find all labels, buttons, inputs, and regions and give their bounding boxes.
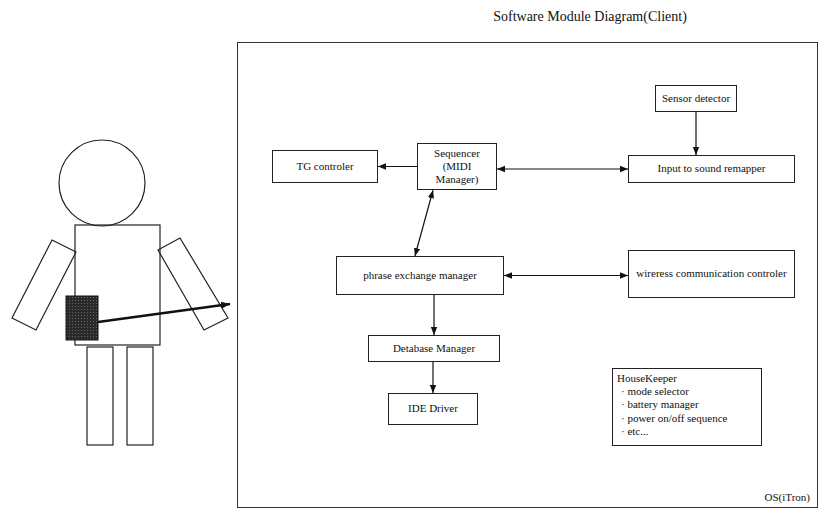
arrow <box>695 112 696 155</box>
pointer-arrow <box>98 304 230 322</box>
arrow <box>378 166 417 167</box>
arrow <box>433 295 434 335</box>
double-arrow <box>415 190 433 256</box>
worn-device <box>66 296 98 340</box>
right-leg <box>127 347 153 445</box>
list-item: · battery manager <box>613 398 702 411</box>
module-box: Detabase Manager <box>368 335 500 362</box>
module-box: TG controler <box>272 150 378 183</box>
module-box: wireress communication controler <box>628 250 795 298</box>
module-name: wireress communication controler <box>633 267 789 280</box>
module-name: Detabase Manager <box>390 342 478 355</box>
module-name: HouseKeeper <box>613 372 680 385</box>
diagram-title: Software Module Diagram(Client) <box>380 9 800 25</box>
module-name: IDE Driver <box>405 402 461 415</box>
os-boundary: OS(iTron) Sensor detector TG controler Sequ… <box>237 42 818 508</box>
module-name: phrase exchange manager <box>360 269 480 282</box>
module-box: Input to sound remapper <box>628 155 795 183</box>
head <box>59 140 145 226</box>
module-box: Sensor detector <box>655 85 737 112</box>
housekeeper-box: HouseKeeper· mode selector· battery mana… <box>612 368 762 446</box>
module-name: TG controler <box>293 160 356 173</box>
module-box: Sequencer (MIDI Manager) <box>417 143 497 191</box>
double-arrow <box>497 168 628 169</box>
module-name: Sequencer (MIDI Manager) <box>418 147 496 187</box>
module-box: phrase exchange manager <box>336 256 504 295</box>
os-label: OS(iTron) <box>762 491 813 504</box>
module-name: Sensor detector <box>659 92 733 105</box>
left-leg <box>87 347 113 445</box>
module-box: IDE Driver <box>388 393 478 425</box>
double-arrow <box>504 275 628 276</box>
list-item: · mode selector <box>613 385 692 398</box>
list-item: · power on/off sequence <box>613 412 730 425</box>
module-name: Input to sound remapper <box>655 162 769 175</box>
arrow <box>432 362 433 393</box>
list-item: · etc... <box>613 425 651 438</box>
right-arm <box>158 238 228 330</box>
